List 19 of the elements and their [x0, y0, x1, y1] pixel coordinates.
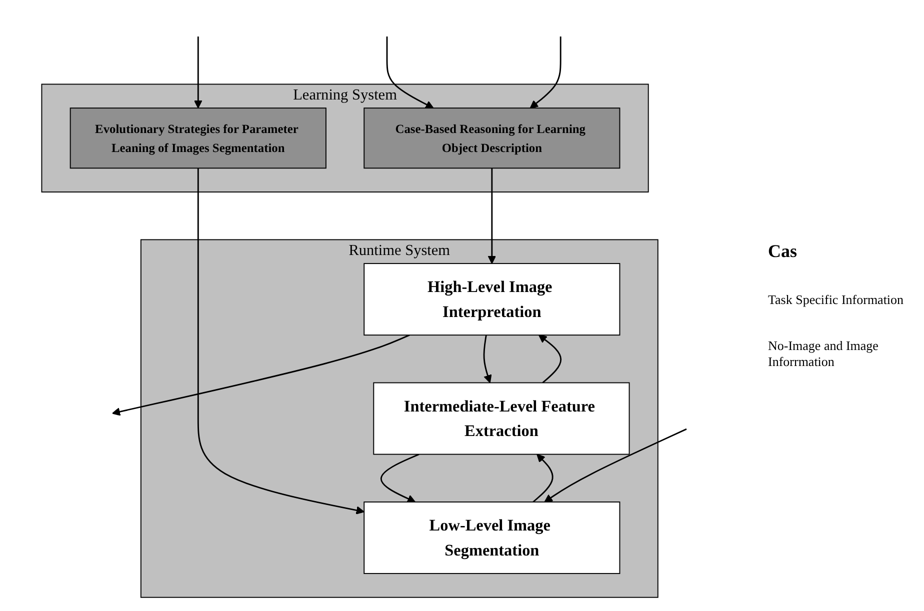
arrow [483, 334, 492, 384]
arrow [544, 428, 687, 502]
process-box: Case-Based Reasoning for Learning Object Description [364, 108, 620, 169]
arrow [488, 168, 496, 264]
arrow [112, 334, 410, 416]
arrow [530, 36, 562, 108]
process-box: Low-Level Image Segmentation [364, 502, 620, 574]
annotation-text: Cas [768, 241, 798, 262]
annotation-text: No-Image and Image Inforrmation [768, 338, 880, 370]
arrow [386, 36, 434, 108]
annotation-text: Task Specific Information [768, 292, 905, 308]
arrow [197, 168, 364, 514]
arrow [538, 334, 562, 384]
arrow [532, 454, 554, 503]
arrow [380, 454, 420, 503]
process-box: High-Level Image Interpretation [364, 263, 620, 336]
process-box: Evolutionary Strategies for Parameter Leaning of Images Segmentation [70, 108, 326, 169]
arrow [194, 36, 202, 108]
process-box: Intermediate-Level Feature Extraction [373, 382, 630, 455]
